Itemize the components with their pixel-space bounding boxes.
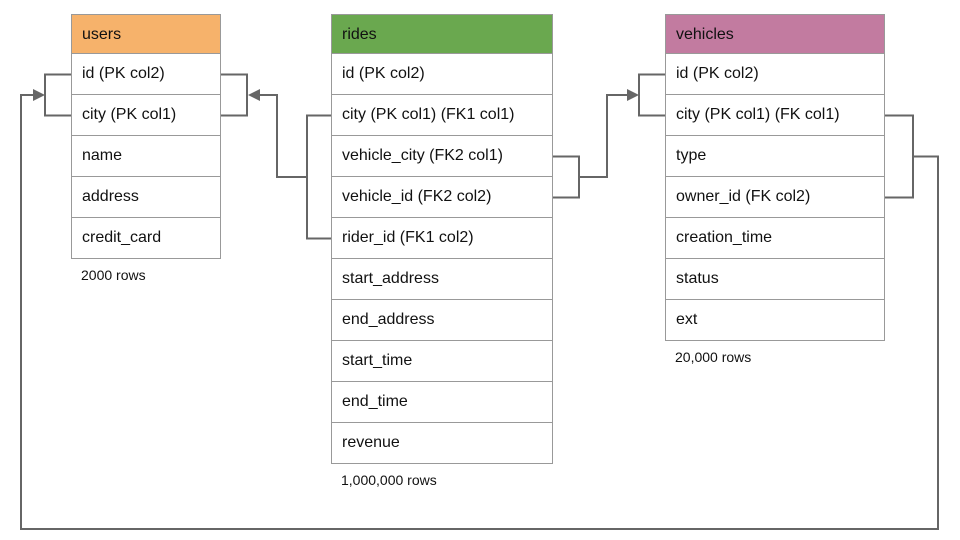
table-vehicles-columns: id (PK col2)city (PK col1) (FK col1)type… [665, 54, 885, 341]
rides-right-bracket [553, 155, 580, 199]
table-row: vehicle_id (FK2 col2) [331, 177, 553, 218]
table-row: status [665, 259, 885, 300]
table-row: id (PK col2) [331, 54, 553, 95]
table-row: id (PK col2) [71, 54, 221, 95]
table-row: owner_id (FK col2) [665, 177, 885, 218]
vehicles-right-bracket [885, 114, 914, 199]
table-vehicles-header: vehicles [665, 14, 885, 54]
table-row: vehicle_city (FK2 col1) [331, 136, 553, 177]
users-right-bracket [221, 73, 248, 117]
rides-left-bracket [306, 114, 331, 240]
table-row: address [71, 177, 221, 218]
fk3-link-line [20, 94, 939, 530]
table-rides-header: rides [331, 14, 553, 54]
table-row: ext [665, 300, 885, 341]
table-row: credit_card [71, 218, 221, 259]
users-left-bracket [44, 73, 71, 117]
table-row: city (PK col1) (FK1 col1) [331, 95, 553, 136]
table-row: start_time [331, 341, 553, 382]
table-row: end_time [331, 382, 553, 423]
table-row: name [71, 136, 221, 177]
fk2-arrowhead-icon [627, 89, 639, 101]
fk3-arrowhead-icon [33, 89, 45, 101]
table-vehicles-row-count: 20,000 rows [675, 349, 752, 365]
table-rides-columns: id (PK col2)city (PK col1) (FK1 col1)veh… [331, 54, 553, 464]
table-users-header: users [71, 14, 221, 54]
table-users-row-count: 2000 rows [81, 267, 146, 283]
table-rides-row-count: 1,000,000 rows [341, 472, 437, 488]
table-row: city (PK col1) (FK col1) [665, 95, 885, 136]
table-row: start_address [331, 259, 553, 300]
fk1-link-line [260, 94, 307, 178]
table-row: creation_time [665, 218, 885, 259]
table-vehicles: vehicles id (PK col2)city (PK col1) (FK … [665, 14, 885, 365]
table-row: id (PK col2) [665, 54, 885, 95]
table-rides: rides id (PK col2)city (PK col1) (FK1 co… [331, 14, 553, 488]
vehicles-left-bracket [638, 73, 665, 117]
table-row: end_address [331, 300, 553, 341]
table-row: type [665, 136, 885, 177]
fk1-arrowhead-icon [248, 89, 260, 101]
fk2-link-line [579, 94, 627, 178]
table-row: revenue [331, 423, 553, 464]
table-row: rider_id (FK1 col2) [331, 218, 553, 259]
table-row: city (PK col1) [71, 95, 221, 136]
